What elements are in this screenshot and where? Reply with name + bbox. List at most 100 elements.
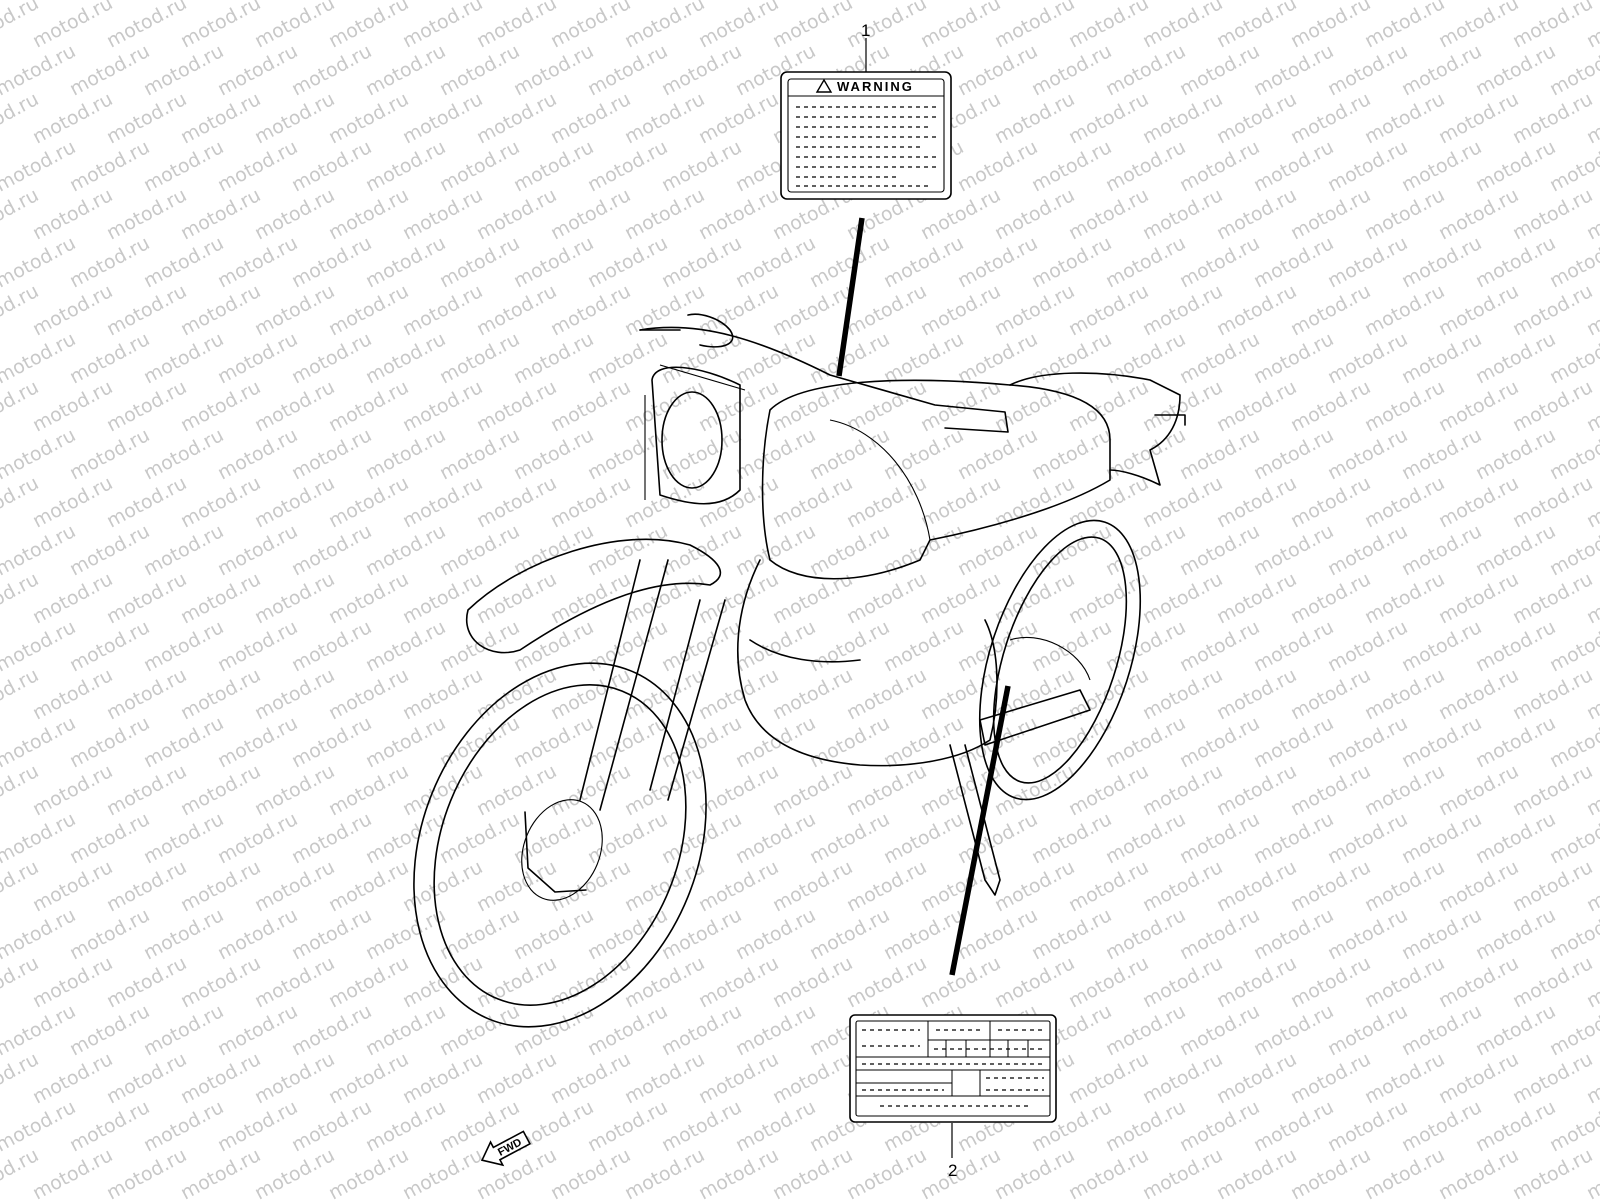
watermark-text: motod.ru <box>214 904 301 964</box>
watermark-text: motod.ru <box>695 184 782 244</box>
watermark-text: motod.ru <box>29 568 116 628</box>
watermark-text: motod.ru <box>399 472 486 532</box>
watermark-text: motod.ru <box>29 376 116 436</box>
watermark-text: motod.ru <box>362 712 449 772</box>
watermark-text: motod.ru <box>1435 1144 1522 1200</box>
watermark-text: motod.ru <box>1065 280 1152 340</box>
watermark-text: motod.ru <box>66 616 153 676</box>
watermark-text: motod.ru <box>214 520 301 580</box>
watermark-text: motod.ru <box>658 1096 745 1156</box>
watermark-text: motod.ru <box>103 280 190 340</box>
watermark-text: motod.ru <box>1324 904 1411 964</box>
watermark-text: motod.ru <box>547 952 634 1012</box>
watermark-text: motod.ru <box>140 232 227 292</box>
watermark-text: motod.ru <box>1176 1096 1263 1156</box>
watermark-text: motod.ru <box>251 1144 338 1200</box>
watermark-text: motod.ru <box>362 616 449 676</box>
watermark-text: motod.ru <box>362 136 449 196</box>
watermark-text: motod.ru <box>1435 760 1522 820</box>
watermark-text: motod.ru <box>1213 760 1300 820</box>
watermark-text: motod.ru <box>584 136 671 196</box>
watermark-text: motod.ru <box>1509 856 1596 916</box>
watermark-text: motod.ru <box>658 904 745 964</box>
watermark-text: motod.ru <box>1176 424 1263 484</box>
watermark-text: motod.ru <box>1176 232 1263 292</box>
watermark-text: motod.ru <box>251 88 338 148</box>
watermark-text: motod.ru <box>1287 184 1374 244</box>
watermark-text: motod.ru <box>1398 40 1485 100</box>
watermark-text: motod.ru <box>1435 856 1522 916</box>
watermark-text: motod.ru <box>1250 808 1337 868</box>
watermark-text: motod.ru <box>29 952 116 1012</box>
watermark-text: motod.ru <box>917 0 1004 52</box>
watermark-text: motod.ru <box>1324 424 1411 484</box>
watermark-text: motod.ru <box>140 904 227 964</box>
watermark-text: motod.ru <box>695 88 782 148</box>
leader-line-2 <box>949 685 1011 976</box>
watermark-text: motod.ru <box>1139 664 1226 724</box>
watermark-text: motod.ru <box>1213 184 1300 244</box>
watermark-text: motod.ru <box>1028 904 1115 964</box>
watermark-text: motod.ru <box>584 328 671 388</box>
watermark-text: motod.ru <box>732 904 819 964</box>
watermark-text: motod.ru <box>1472 616 1559 676</box>
watermark-text: motod.ru <box>288 616 375 676</box>
watermark-text: motod.ru <box>1139 760 1226 820</box>
watermark-text: motod.ru <box>325 280 412 340</box>
watermark-text: motod.ru <box>621 0 708 52</box>
watermark-text: motod.ru <box>917 952 1004 1012</box>
watermark-text: motod.ru <box>1176 808 1263 868</box>
watermark-text: motod.ru <box>1213 88 1300 148</box>
watermark-text: motod.ru <box>1213 472 1300 532</box>
watermark-text: motod.ru <box>1435 0 1522 52</box>
watermark-text: motod.ru <box>1509 280 1596 340</box>
watermark-text: motod.ru <box>214 232 301 292</box>
watermark-text: motod.ru <box>658 1000 745 1060</box>
watermark-text: motod.ru <box>1435 184 1522 244</box>
watermark-text: motod.ru <box>103 88 190 148</box>
watermark-text: motod.ru <box>843 1144 930 1200</box>
watermark-text: motod.ru <box>1102 616 1189 676</box>
watermark-text: motod.ru <box>1028 712 1115 772</box>
watermark-text: motod.ru <box>362 1000 449 1060</box>
watermark-text: motod.ru <box>177 1144 264 1200</box>
watermark-text: motod.ru <box>658 520 745 580</box>
watermark-text: motod.ru <box>1287 472 1374 532</box>
watermark-text: motod.ru <box>732 616 819 676</box>
watermark-text: motod.ru <box>991 184 1078 244</box>
watermark-text: motod.ru <box>621 1144 708 1200</box>
watermark-text: motod.ru <box>917 472 1004 532</box>
watermark-text: motod.ru <box>325 472 412 532</box>
watermark-text: motod.ru <box>1361 760 1448 820</box>
watermark-text: motod.ru <box>436 808 523 868</box>
watermark-text: motod.ru <box>1472 424 1559 484</box>
watermark-text: motod.ru <box>1028 40 1115 100</box>
watermark-text: motod.ru <box>1176 40 1263 100</box>
watermark-text: motod.ru <box>140 424 227 484</box>
watermark-text: motod.ru <box>362 424 449 484</box>
watermark-text: motod.ru <box>510 232 597 292</box>
watermark-text: motod.ru <box>1065 664 1152 724</box>
watermark-text: motod.ru <box>177 0 264 52</box>
watermark-text: motod.ru <box>251 472 338 532</box>
watermark-text: motod.ru <box>695 1048 782 1108</box>
watermark-text: motod.ru <box>1398 712 1485 772</box>
watermark-text: motod.ru <box>954 136 1041 196</box>
watermark-text: motod.ru <box>732 1096 819 1156</box>
watermark-text: motod.ru <box>584 1096 671 1156</box>
watermark-text: motod.ru <box>1398 520 1485 580</box>
watermark-text: motod.ru <box>547 88 634 148</box>
watermark-text: motod.ru <box>1398 328 1485 388</box>
watermark-text: motod.ru <box>806 328 893 388</box>
watermark-text: motod.ru <box>1028 616 1115 676</box>
watermark-text: motod.ru <box>769 952 856 1012</box>
watermark-text: motod.ru <box>436 136 523 196</box>
watermark-text: motod.ru <box>177 856 264 916</box>
watermark-text: motod.ru <box>436 40 523 100</box>
watermark-text: motod.ru <box>103 472 190 532</box>
watermark-text: motod.ru <box>695 0 782 52</box>
watermark-text: motod.ru <box>584 232 671 292</box>
watermark-text: motod.ru <box>66 136 153 196</box>
watermark-text: motod.ru <box>1361 952 1448 1012</box>
watermark-text: motod.ru <box>1435 376 1522 436</box>
